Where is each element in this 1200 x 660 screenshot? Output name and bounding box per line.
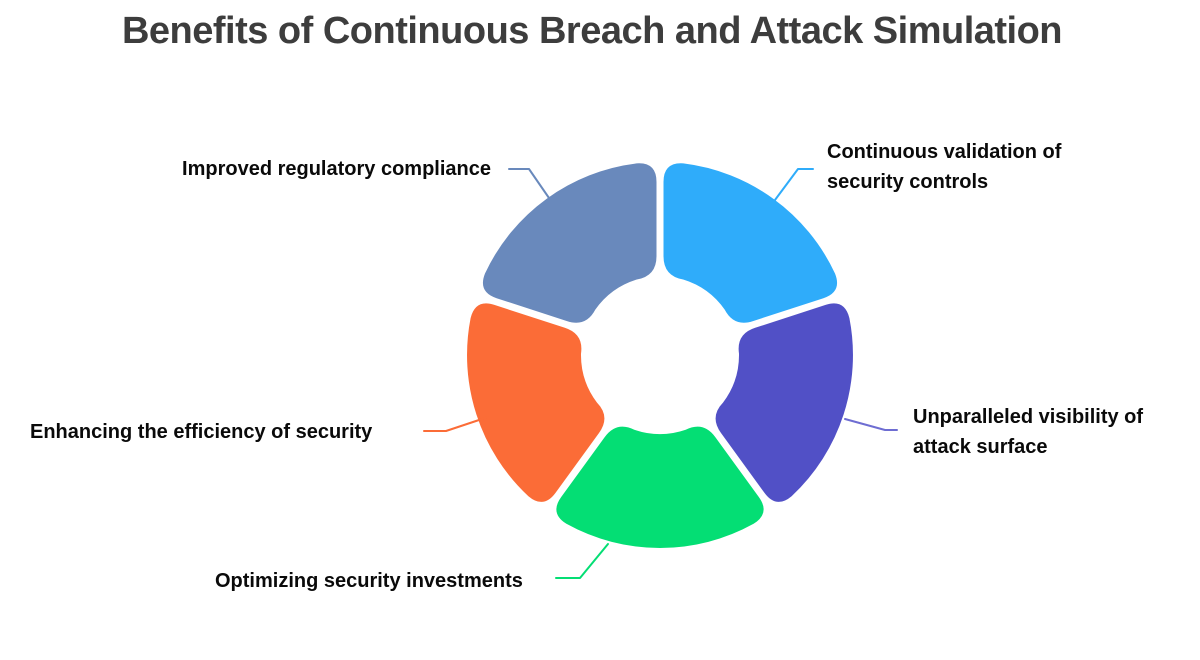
label-line: security controls (827, 171, 989, 193)
label-enhancing-efficiency: Enhancing the efficiency of security (30, 417, 430, 447)
segment-enhancing-efficiency (467, 303, 605, 502)
label-line: Continuous validation of (827, 141, 1062, 163)
segment-unparalleled-visibility (715, 303, 853, 502)
connector-improved-compliance (508, 168, 550, 199)
label-line: Unparalleled visibility of (913, 406, 1144, 428)
connector-unparalleled-visibility (844, 418, 898, 431)
segment-continuous-validation (663, 163, 838, 323)
label-improved-compliance: Improved regulatory compliance (145, 154, 491, 184)
segment-optimizing-investments (556, 426, 764, 549)
label-line: Enhancing the efficiency of security (30, 421, 373, 443)
label-optimizing-investments: Optimizing security investments (215, 566, 575, 596)
chart-title: Benefits of Continuous Breach and Attack… (121, 10, 1063, 52)
segment-improved-compliance (482, 163, 657, 323)
label-line: attack surface (913, 436, 1048, 458)
connector-enhancing-efficiency (423, 416, 489, 432)
connector-optimizing-investments (555, 543, 609, 579)
label-unparalleled-visibility: Unparalleled visibility of attack surfac… (913, 402, 1200, 462)
connector-continuous-validation (771, 168, 814, 205)
label-line: Improved regulatory compliance (182, 158, 491, 180)
label-line: Optimizing security investments (215, 570, 523, 592)
label-continuous-validation: Continuous validation of security contro… (827, 137, 1127, 197)
